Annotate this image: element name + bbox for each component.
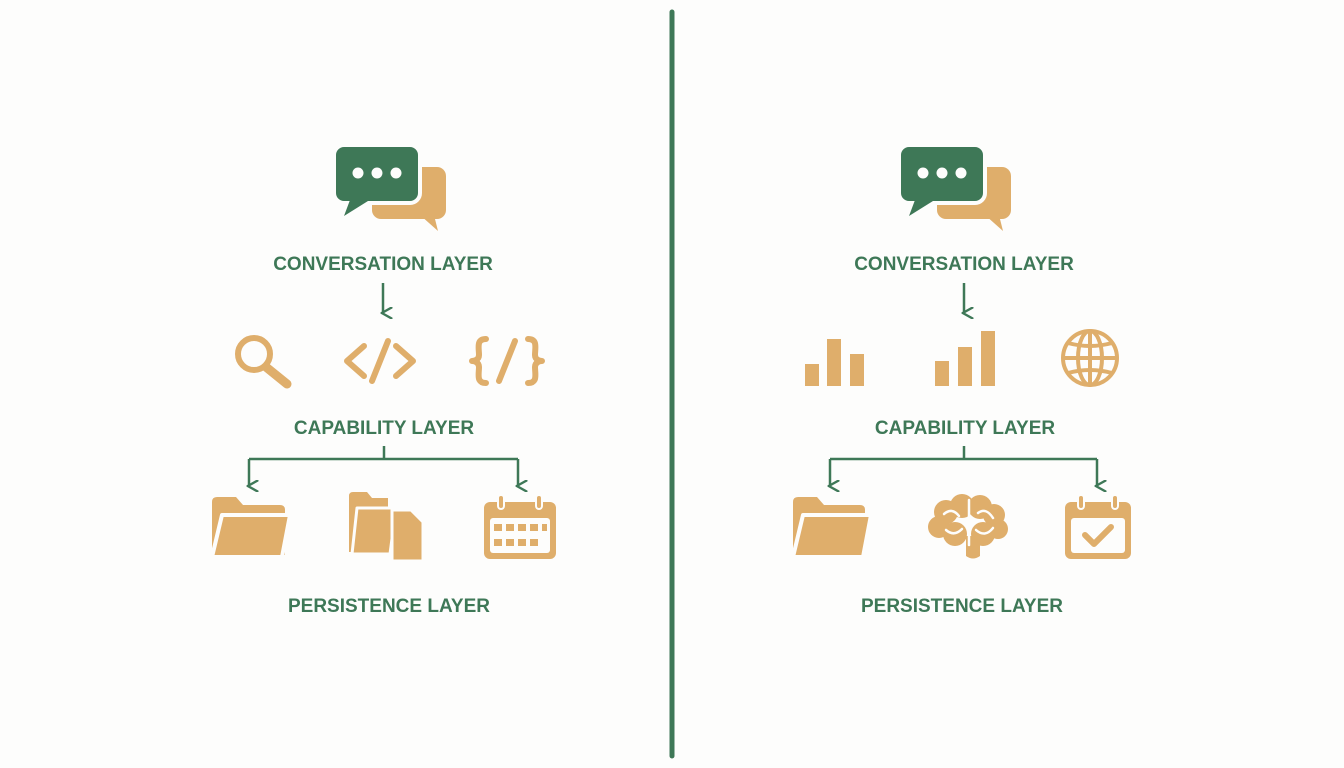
persistence-layer-label: PERSISTENCE LAYER xyxy=(861,596,1063,617)
persistence-layer-label: PERSISTENCE LAYER xyxy=(288,596,490,617)
files-icon xyxy=(349,492,425,563)
folder-icon xyxy=(791,497,873,559)
folder-icon xyxy=(210,497,292,559)
capability-layer-label: CAPABILITY LAYER xyxy=(875,418,1055,439)
bar-chart-rising-icon xyxy=(935,331,995,386)
code-tag-icon xyxy=(344,338,416,384)
conversation-layer-label: CONVERSATION LAYER xyxy=(273,254,493,275)
right-panel: CONVERSATION LAYER CAPABILITY LAYER xyxy=(791,143,1131,617)
branch-arrows xyxy=(830,446,1097,486)
globe-icon xyxy=(1061,329,1119,387)
search-icon xyxy=(235,335,292,389)
chat-bubbles-icon xyxy=(897,143,1011,231)
code-braces-icon xyxy=(469,336,545,386)
calendar-grid-icon xyxy=(484,494,556,559)
chat-bubbles-icon xyxy=(332,143,446,231)
calendar-check-icon xyxy=(1065,494,1131,559)
bar-chart-icon xyxy=(805,339,864,386)
left-panel: CONVERSATION LAYER CAPABILITY LAYER xyxy=(210,143,556,617)
conversation-layer-label: CONVERSATION LAYER xyxy=(854,254,1074,275)
brain-icon xyxy=(928,494,1008,559)
branch-arrows xyxy=(249,446,518,486)
capability-layer-label: CAPABILITY LAYER xyxy=(294,418,474,439)
